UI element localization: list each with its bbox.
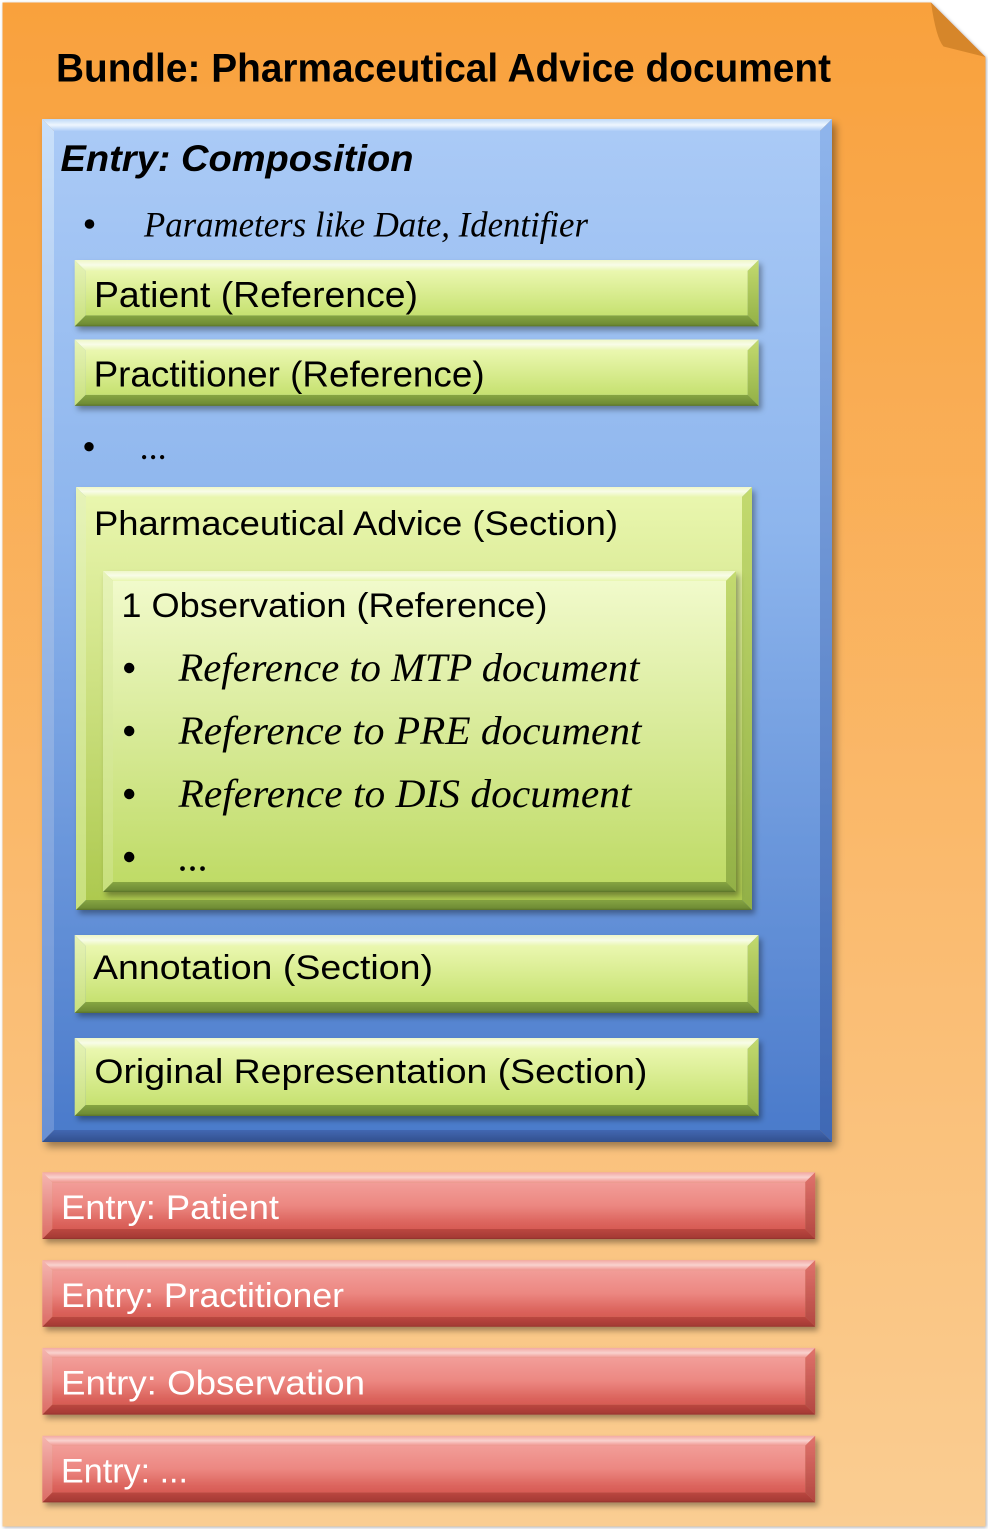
svg-text:Entry: Patient: Entry: Patient bbox=[61, 1189, 280, 1227]
svg-text:Reference to MTP document: Reference to MTP document bbox=[177, 645, 640, 690]
svg-text:Entry: Composition: Entry: Composition bbox=[61, 138, 414, 179]
svg-text:Entry: Observation: Entry: Observation bbox=[61, 1365, 365, 1403]
svg-text:Parameters like Date, Identifi: Parameters like Date, Identifier bbox=[143, 205, 589, 245]
svg-text:...: ... bbox=[179, 835, 209, 880]
svg-text:Original Representation (Secti: Original Representation (Section) bbox=[94, 1053, 647, 1091]
svg-text:Practitioner (Reference): Practitioner (Reference) bbox=[94, 354, 485, 395]
svg-text:Pharmaceutical Advice (Section: Pharmaceutical Advice (Section) bbox=[94, 505, 618, 543]
svg-text:Patient (Reference): Patient (Reference) bbox=[94, 274, 418, 315]
svg-text:Reference to PRE document: Reference to PRE document bbox=[177, 708, 642, 753]
svg-text:Bundle: Pharmaceutical Advice: Bundle: Pharmaceutical Advice document bbox=[56, 47, 831, 91]
svg-text:Reference to DIS document: Reference to DIS document bbox=[177, 771, 632, 816]
svg-text:Entry: ...: Entry: ... bbox=[61, 1453, 188, 1491]
svg-text:Entry: Practitioner: Entry: Practitioner bbox=[61, 1277, 344, 1315]
svg-text:Annotation (Section): Annotation (Section) bbox=[93, 949, 433, 987]
svg-text:...: ... bbox=[141, 427, 168, 467]
svg-text:1 Observation (Reference): 1 Observation (Reference) bbox=[121, 587, 547, 625]
